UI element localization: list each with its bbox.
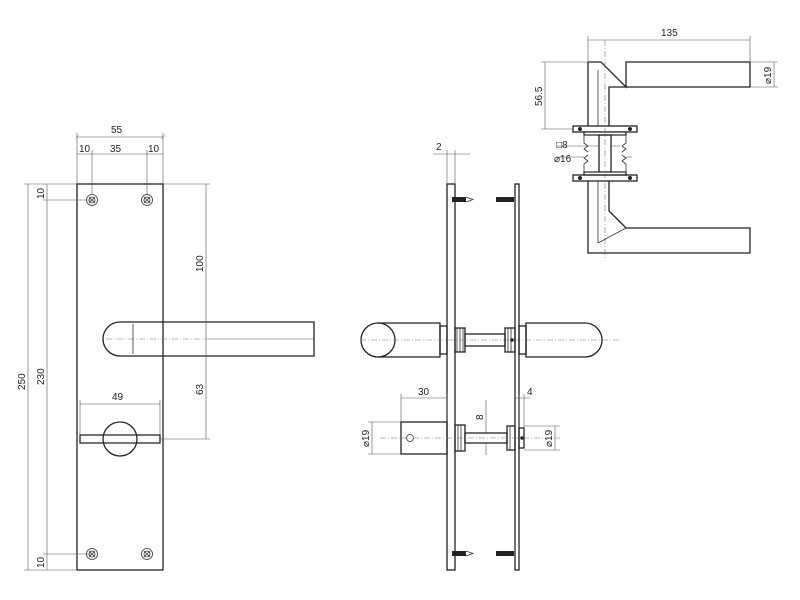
dim-plate-thickness: 2 (436, 142, 442, 153)
screw-side-top-left-icon (452, 196, 475, 203)
dim-bottom-screw-offset: 10 (36, 556, 47, 568)
dim-spindle: 8 (475, 414, 486, 420)
dim-top-screw-offset: 10 (36, 187, 47, 199)
plate-left (446, 183, 456, 571)
thumb-turn (79, 421, 161, 457)
lever-top-lower (587, 181, 751, 254)
dim-release-length: 4 (527, 387, 533, 398)
thumb-turn-side (380, 421, 560, 455)
dim-width-total: 55 (111, 125, 123, 136)
spindle-top (583, 40, 627, 258)
back-plate (76, 183, 164, 571)
dim-square-spindle: □8 (556, 140, 568, 151)
dim-width-screw-span: 35 (110, 144, 122, 155)
screw-top-right-icon (141, 194, 153, 206)
dim-knob-length: 30 (418, 387, 430, 398)
dim-projection: 56.5 (534, 86, 545, 106)
dim-height-total: 250 (17, 373, 28, 390)
front-view: 55 10 35 10 250 230 10 10 100 63 49 (17, 125, 315, 571)
dim-lever-diameter: ⌀19 (763, 66, 774, 84)
dim-height-screw-span: 230 (36, 368, 47, 385)
dim-knob-diameter: ⌀19 (361, 429, 372, 447)
spindle-side (360, 333, 620, 347)
plate-right (514, 183, 520, 571)
dim-lever-length: 135 (661, 28, 678, 39)
rose-lower (572, 171, 638, 182)
dim-width-margin-left: 10 (79, 144, 91, 155)
screw-side-bottom-left-icon (452, 550, 475, 557)
dim-rose-diameter: ⌀16 (554, 154, 572, 165)
top-view: 135 ⌀19 56.5 □8 ⌀16 (534, 28, 778, 258)
dim-lever-to-top: 100 (195, 255, 206, 272)
lever-top-upper (587, 61, 751, 126)
screw-side-top-right-icon (496, 197, 514, 202)
dim-width-margin-right: 10 (148, 144, 160, 155)
lever-side-right (504, 322, 603, 358)
screw-side-bottom-right-icon (496, 551, 514, 556)
dim-lever-to-turn: 63 (195, 383, 206, 395)
dim-turn-width: 49 (112, 392, 124, 403)
lever-handle (102, 321, 315, 357)
side-view: 2 (360, 142, 620, 571)
screw-bottom-right-icon (141, 548, 153, 560)
dim-release-diameter: ⌀19 (544, 429, 555, 447)
